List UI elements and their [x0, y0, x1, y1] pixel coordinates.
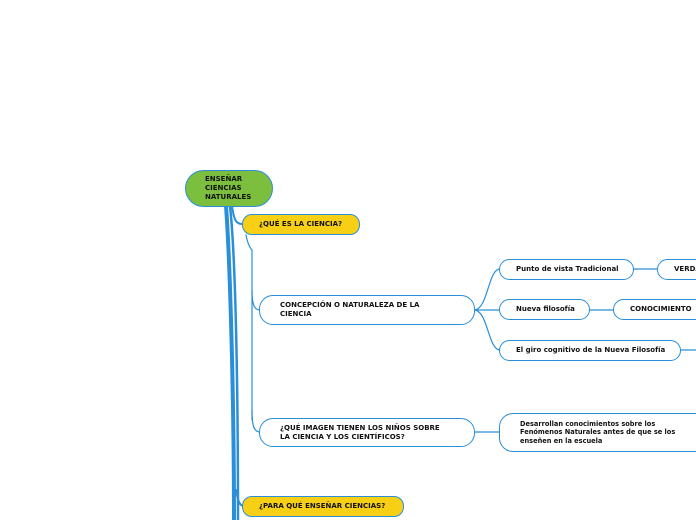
node-para-que-label: ¿PARA QUÉ ENSEÑAR CIENCIAS? — [259, 502, 386, 511]
node-nueva-filosofia-label: Nueva filosofía — [516, 305, 575, 314]
node-root[interactable]: ENSEÑAR CIENCIAS NATURALES — [185, 170, 273, 207]
node-conocimiento[interactable]: CONOCIMIENTO — [613, 299, 696, 320]
node-verdad[interactable]: VERDAD — [657, 259, 696, 280]
trunk-secondary — [228, 204, 240, 520]
node-desarrollan[interactable]: Desarrollan conocimientos sobre los Fenó… — [499, 413, 696, 452]
node-que-es[interactable]: ¿QUÉ ES LA CIENCIA? — [242, 214, 360, 235]
node-imagen[interactable]: ¿QUÉ IMAGEN TIENEN LOS NIÑOS SOBRE LA CI… — [259, 418, 475, 447]
node-nueva-filosofia[interactable]: Nueva filosofía — [499, 299, 590, 320]
node-concepcion[interactable]: CONCEPCIÓN O NATURALEZA DE LA CIENCIA — [259, 295, 475, 325]
node-tradicional[interactable]: Punto de vista Tradicional — [499, 259, 634, 280]
node-imagen-label: ¿QUÉ IMAGEN TIENEN LOS NIÑOS SOBRE LA CI… — [280, 423, 440, 441]
node-para-que[interactable]: ¿PARA QUÉ ENSEÑAR CIENCIAS? — [242, 496, 404, 517]
link-root-que-es — [231, 205, 243, 225]
trunk-main — [224, 204, 236, 520]
node-desarrollan-label: Desarrollan conocimientos sobre los Fenó… — [520, 420, 676, 445]
node-conocimiento-label: CONOCIMIENTO — [630, 305, 692, 314]
spine-que-es — [245, 234, 253, 421]
link-que-es-imagen — [251, 409, 261, 433]
link-que-es-concepcion — [251, 289, 261, 311]
node-tradicional-label: Punto de vista Tradicional — [516, 265, 619, 274]
link-concepcion-giro — [473, 309, 501, 351]
node-giro-label: El giro cognitivo de la Nueva Filosofía — [516, 346, 666, 355]
link-concepcion-tradicional — [473, 268, 501, 311]
node-que-es-label: ¿QUÉ ES LA CIENCIA? — [259, 220, 343, 229]
node-giro[interactable]: El giro cognitivo de la Nueva Filosofía — [499, 340, 681, 361]
node-root-label: ENSEÑAR CIENCIAS NATURALES — [205, 175, 252, 201]
node-concepcion-label: CONCEPCIÓN O NATURALEZA DE LA CIENCIA — [280, 301, 420, 318]
node-verdad-label: VERDAD — [674, 265, 696, 274]
